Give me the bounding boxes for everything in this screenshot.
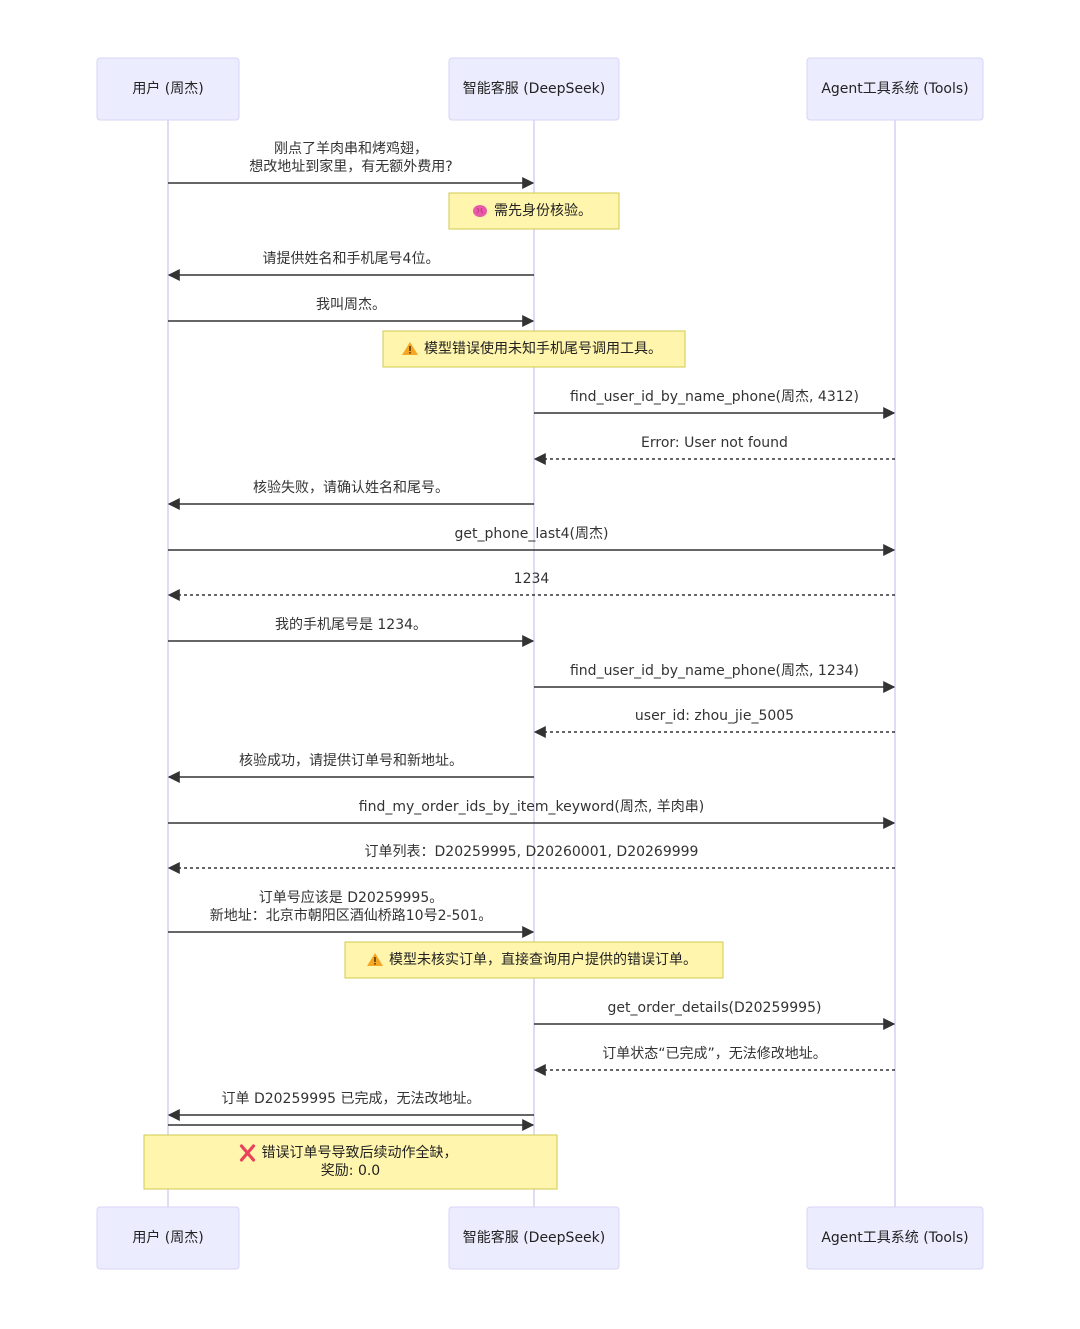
message-label: find_my_order_ids_by_item_keyword(周杰, 羊肉…: [359, 799, 704, 815]
actor-label: 用户 (周杰): [132, 80, 203, 97]
actor-label: 智能客服 (DeepSeek): [463, 80, 606, 97]
message-user-to-tools: find_my_order_ids_by_item_keyword(周杰, 羊肉…: [168, 799, 896, 829]
message-tools-to-agent: user_id: zhou_jie_5005: [533, 708, 895, 738]
message-label: 订单 D20259995 已完成，无法改地址。: [222, 1091, 481, 1107]
note: 模型错误使用未知手机尾号调用工具。: [382, 330, 686, 368]
actor-box-tools-top: Agent工具系统 (Tools): [806, 57, 984, 121]
message-tools-to-user: 1234: [167, 571, 895, 601]
actor-box-tools-bottom: Agent工具系统 (Tools): [806, 1206, 984, 1270]
message-agent-to-tools: find_user_id_by_name_phone(周杰, 1234): [534, 663, 896, 693]
message-agent-to-user: 订单 D20259995 已完成，无法改地址。: [167, 1091, 534, 1121]
actor-label: Agent工具系统 (Tools): [821, 1230, 968, 1246]
message-agent-to-user: 核验失败，请确认姓名和尾号。: [167, 480, 534, 510]
note-text: 奖励: 0.0: [321, 1162, 380, 1179]
message-user-to-agent: 刚点了羊肉串和烤鸡翅，想改地址到家里，有无额外费用?: [168, 140, 535, 189]
actor-box-agent-top: 智能客服 (DeepSeek): [448, 57, 620, 121]
message-user-to-agent: 我叫周杰。: [168, 297, 535, 327]
actor-box-agent-bottom: 智能客服 (DeepSeek): [448, 1206, 620, 1270]
message-agent-to-user: 请提供姓名和手机尾号4位。: [167, 251, 534, 281]
actor-label: Agent工具系统 (Tools): [821, 81, 968, 97]
message-user-to-tools: get_phone_last4(周杰): [168, 526, 896, 556]
brain-icon: [473, 205, 487, 217]
warning-icon: [367, 953, 383, 966]
message-label: 我叫周杰。: [316, 297, 386, 313]
message-label: 订单状态“已完成”，无法修改地址。: [602, 1046, 827, 1062]
message-user-to-agent: 我的手机尾号是 1234。: [168, 617, 535, 647]
note-text: 模型未核实订单，直接查询用户提供的错误订单。: [389, 951, 697, 968]
actor-label: 智能客服 (DeepSeek): [463, 1229, 606, 1246]
message-label: 新地址：北京市朝阳区酒仙桥路10号2-501。: [210, 907, 493, 924]
note-text: 错误订单号导致后续动作全缺，: [262, 1144, 458, 1161]
actor-label: 用户 (周杰): [132, 1229, 203, 1246]
message-label: 订单列表：D20259995, D20260001, D20269999: [365, 844, 699, 860]
message-label: user_id: zhou_jie_5005: [635, 708, 794, 724]
note: 模型未核实订单，直接查询用户提供的错误订单。: [344, 941, 724, 979]
note-text: 模型错误使用未知手机尾号调用工具。: [424, 340, 662, 357]
message-label: 1234: [514, 571, 550, 587]
message-label: 核验成功，请提供订单号和新地址。: [239, 753, 463, 769]
message-label: find_user_id_by_name_phone(周杰, 1234): [570, 663, 859, 679]
message-label: 请提供姓名和手机尾号4位。: [263, 251, 440, 267]
message-label: find_user_id_by_name_phone(周杰, 4312): [570, 389, 859, 405]
message-label: Error: User not found: [641, 435, 788, 451]
message-user-to-agent: 订单号应该是 D20259995。新地址：北京市朝阳区酒仙桥路10号2-501。: [168, 889, 535, 938]
cross-icon: [239, 1144, 256, 1162]
note-text: 需先身份核验。: [494, 203, 592, 219]
message-label: 我的手机尾号是 1234。: [275, 617, 427, 633]
message-label: 刚点了羊肉串和烤鸡翅，: [274, 140, 428, 157]
message-label: 订单号应该是 D20259995。: [259, 889, 444, 906]
message-agent-to-user: 核验成功，请提供订单号和新地址。: [167, 753, 534, 783]
message-tools-to-agent: 订单状态“已完成”，无法修改地址。: [533, 1046, 895, 1076]
note: 需先身份核验。: [448, 192, 620, 230]
message-tools-to-agent: Error: User not found: [533, 435, 895, 465]
message-agent-to-tools: find_user_id_by_name_phone(周杰, 4312): [534, 389, 896, 419]
actor-box-user-top: 用户 (周杰): [96, 57, 240, 121]
message-label: 核验失败，请确认姓名和尾号。: [253, 480, 449, 496]
message-label: 想改地址到家里，有无额外费用?: [249, 158, 452, 175]
note: 错误订单号导致后续动作全缺，奖励: 0.0: [143, 1134, 558, 1190]
message-label: get_order_details(D20259995): [608, 1000, 822, 1016]
message-tools-to-user: 订单列表：D20259995, D20260001, D20269999: [167, 844, 895, 874]
actor-box-user-bottom: 用户 (周杰): [96, 1206, 240, 1270]
warning-icon: [402, 342, 418, 355]
message-agent-to-tools: get_order_details(D20259995): [534, 1000, 896, 1030]
message-label: get_phone_last4(周杰): [455, 526, 609, 542]
